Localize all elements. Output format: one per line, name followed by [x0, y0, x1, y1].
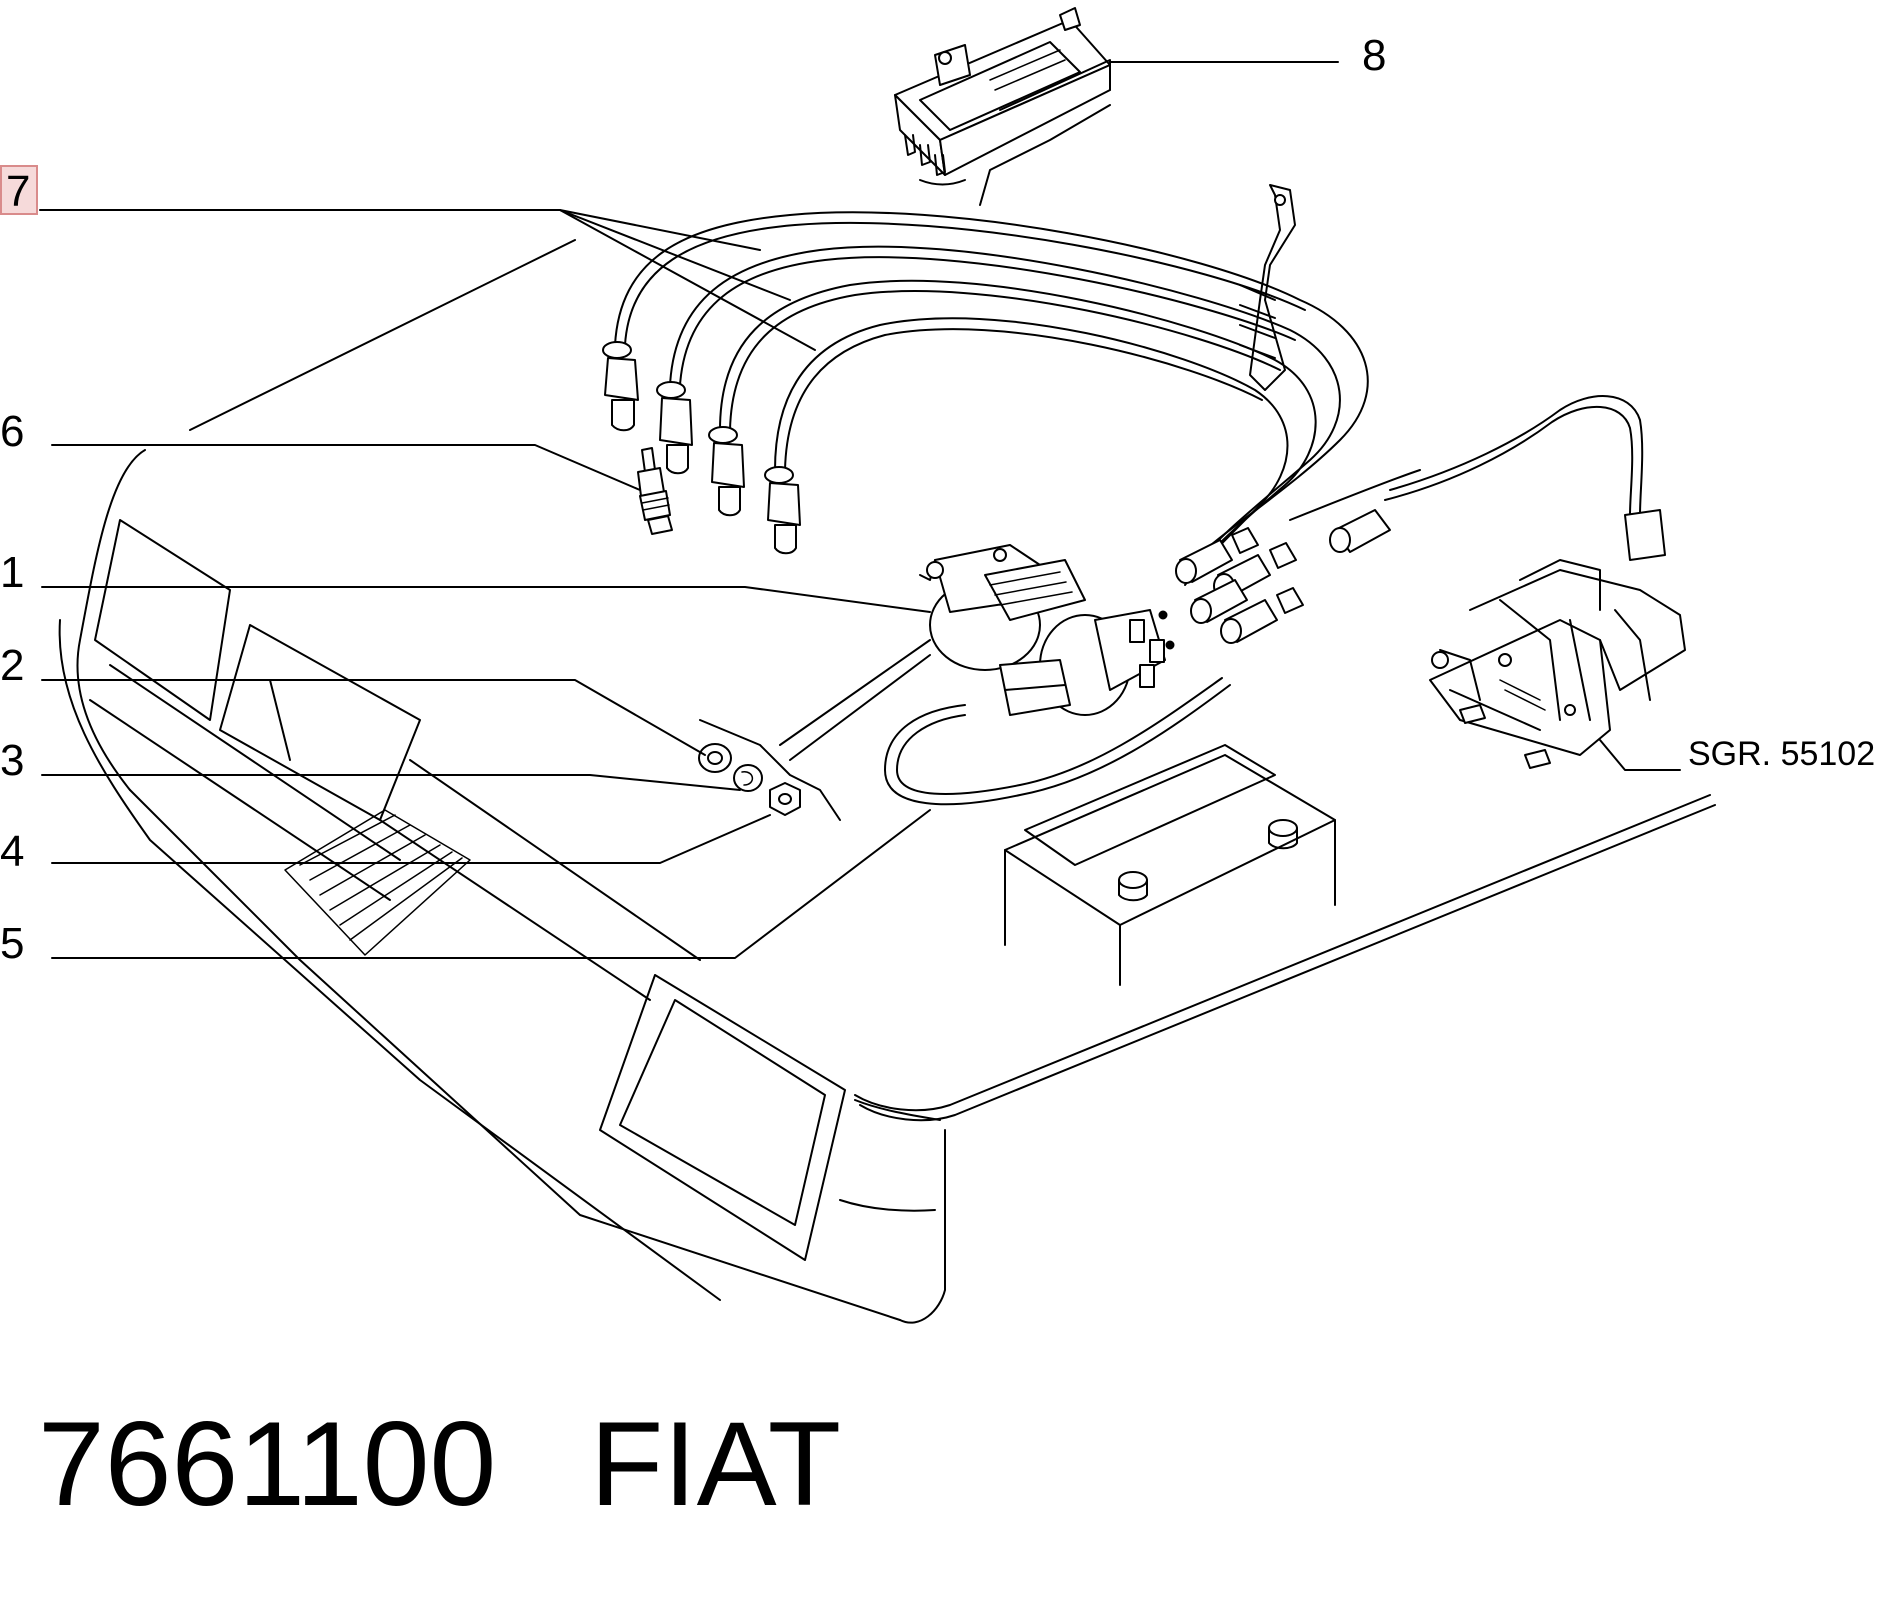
leader-2 — [41, 679, 706, 756]
plug-cap-4 — [764, 466, 801, 555]
footer: 7661100 FIAT — [38, 1397, 841, 1531]
spark-plug — [637, 447, 673, 535]
leader-6 — [51, 444, 641, 491]
vacuum-hose — [884, 677, 1231, 806]
nut — [769, 782, 801, 816]
ignition-coil — [894, 7, 1111, 206]
spark-plug-caps — [602, 341, 801, 555]
part-number: 7661100 — [38, 1397, 496, 1531]
coil-lead — [1329, 395, 1644, 553]
callout-6: 6 — [0, 407, 24, 456]
headlamp — [599, 974, 846, 1261]
callout-8: 8 — [1362, 31, 1386, 80]
leader-3 — [41, 774, 741, 791]
distributor — [919, 544, 1175, 716]
callout-7-highlight — [0, 165, 38, 215]
leader-4 — [51, 814, 771, 864]
callout-2: 2 — [0, 641, 24, 690]
callout-1: 1 — [0, 548, 24, 597]
leader-7c — [559, 209, 816, 351]
plug-cap-3 — [708, 426, 745, 517]
callout-7[interactable]: 7 — [6, 167, 30, 216]
subgroup-reference: SGR. 55102 — [1688, 735, 1875, 773]
callout-5: 5 — [0, 919, 24, 968]
leader-7b — [559, 209, 791, 301]
callout-3: 3 — [0, 736, 24, 785]
battery — [1004, 744, 1336, 986]
car-body-outline — [58, 239, 1716, 1324]
ignition-leads — [614, 184, 1421, 586]
brand-name: FIAT — [590, 1397, 841, 1531]
washer — [698, 743, 732, 773]
grille-badge — [284, 809, 471, 956]
connector-a — [1175, 527, 1259, 584]
connector-c — [1190, 579, 1248, 624]
coil-module — [1429, 509, 1686, 769]
leader-1 — [41, 586, 931, 613]
plug-cap-2 — [656, 381, 693, 475]
leader-7a — [39, 209, 761, 251]
mounting-bracket — [699, 639, 931, 821]
callout-labels: 8 7 6 1 2 3 4 5 SGR. 55102 — [0, 31, 1875, 968]
connector-d — [1220, 587, 1304, 644]
leader-sgr — [1599, 739, 1681, 771]
callout-4: 4 — [0, 827, 24, 876]
lead-connectors — [1175, 527, 1304, 644]
plug-cap-1 — [602, 341, 639, 432]
leader-5 — [51, 809, 931, 959]
spring-washer — [733, 764, 763, 792]
leader-lines — [39, 61, 1681, 959]
